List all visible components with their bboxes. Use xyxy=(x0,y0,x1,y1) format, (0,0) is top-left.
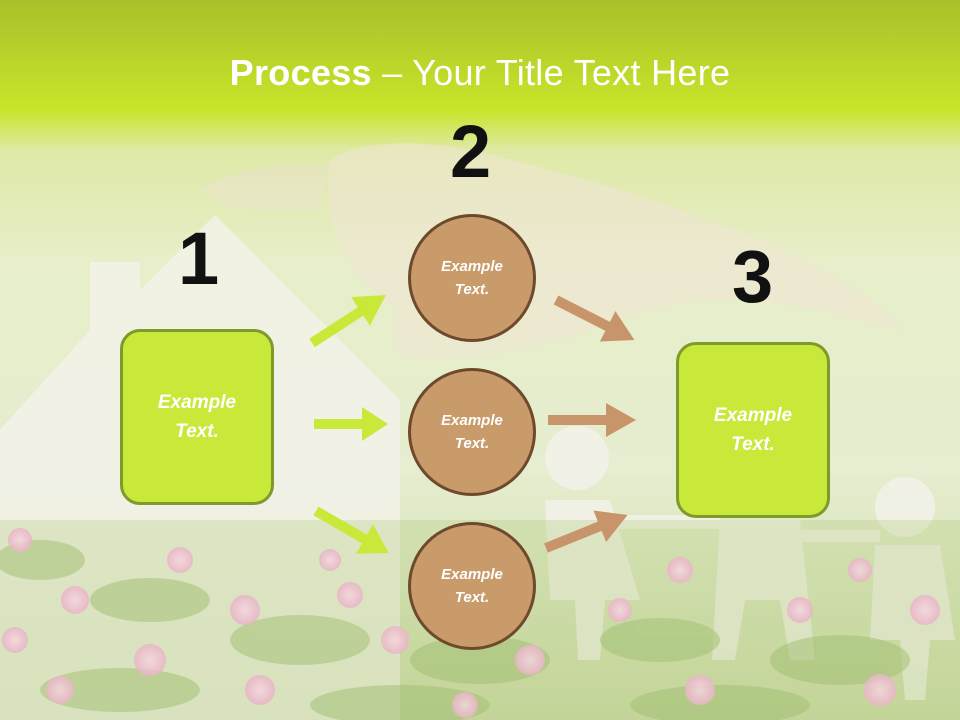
step-number-1: 1 xyxy=(178,217,220,300)
green-arrows xyxy=(309,295,389,554)
title-bold: Process xyxy=(229,52,372,93)
brown-arrows xyxy=(544,295,636,553)
paper-people xyxy=(545,415,955,700)
slide-title: Process – Your Title Text Here xyxy=(0,52,960,94)
step-number-3: 3 xyxy=(732,235,774,318)
step-2-circle-middle: Example Text. xyxy=(408,368,536,496)
step-2-circle-top: Example Text. xyxy=(408,214,536,342)
hand-finger xyxy=(200,163,330,211)
step-3-text: Example Text. xyxy=(713,405,793,455)
step-1-text: Example Text. xyxy=(157,392,237,442)
step-number-2: 2 xyxy=(450,110,492,193)
circle-top-text: Example Text. xyxy=(441,258,503,298)
circle-bottom-text: Example Text. xyxy=(441,566,503,606)
step-3-box: Example Text. xyxy=(676,342,830,518)
step-2-circle-bottom: Example Text. xyxy=(408,522,536,650)
circle-middle-text: Example Text. xyxy=(441,412,503,452)
title-rest: – Your Title Text Here xyxy=(371,52,731,93)
step-1-box: Example Text. xyxy=(120,329,274,505)
